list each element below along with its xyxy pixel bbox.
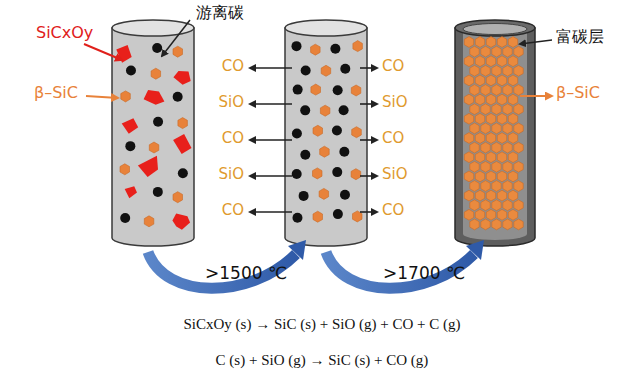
gas-label: SiO xyxy=(219,94,245,111)
callout-label: 富碳层 xyxy=(556,28,604,46)
temperature-label: >1700 ℃ xyxy=(383,264,465,284)
gas-arrow xyxy=(360,67,377,69)
gas-label: CO xyxy=(382,202,404,219)
gas-arrow xyxy=(250,139,292,141)
leader-line xyxy=(162,20,190,56)
gas-arrow xyxy=(360,175,377,177)
gas-arrow xyxy=(250,67,292,69)
cylinder-1 xyxy=(112,20,194,246)
gas-label: CO xyxy=(222,130,244,147)
equation: SiCxOy (s) → SiC (s) + SiO (g) + CO + C … xyxy=(183,316,460,333)
leader-line xyxy=(520,40,552,44)
gas-label: CO xyxy=(222,58,244,75)
leader-line xyxy=(84,44,122,60)
gas-label: CO xyxy=(222,202,244,219)
leader-line xyxy=(520,95,552,97)
gas-arrow xyxy=(250,211,292,213)
gas-arrow xyxy=(360,103,377,105)
gas-arrow xyxy=(360,139,377,141)
cylinder-2 xyxy=(285,20,367,246)
gas-arrow xyxy=(360,211,377,213)
gas-arrow xyxy=(250,175,292,177)
gas-arrow xyxy=(250,103,292,105)
material-label: β–SiC xyxy=(556,84,600,102)
gas-label: CO xyxy=(382,58,404,75)
material-label: SiCxOy xyxy=(36,24,93,42)
gas-label: SiO xyxy=(219,166,245,183)
cylinder-3 xyxy=(455,20,535,246)
process-arrow-head xyxy=(466,240,484,260)
gas-label: SiO xyxy=(382,94,408,111)
material-label: β–SiC xyxy=(34,84,78,102)
callout-label: 游离碳 xyxy=(196,4,244,22)
gas-label: CO xyxy=(382,130,404,147)
equation: C (s) + SiO (g) → SiC (s) + CO (g) xyxy=(216,352,429,369)
gas-label: SiO xyxy=(382,166,408,183)
temperature-label: >1500 ℃ xyxy=(205,264,287,284)
process-arrow-head xyxy=(288,240,306,260)
process-arrow xyxy=(148,252,296,288)
process-arrow xyxy=(326,252,474,288)
leader-line xyxy=(86,96,118,98)
